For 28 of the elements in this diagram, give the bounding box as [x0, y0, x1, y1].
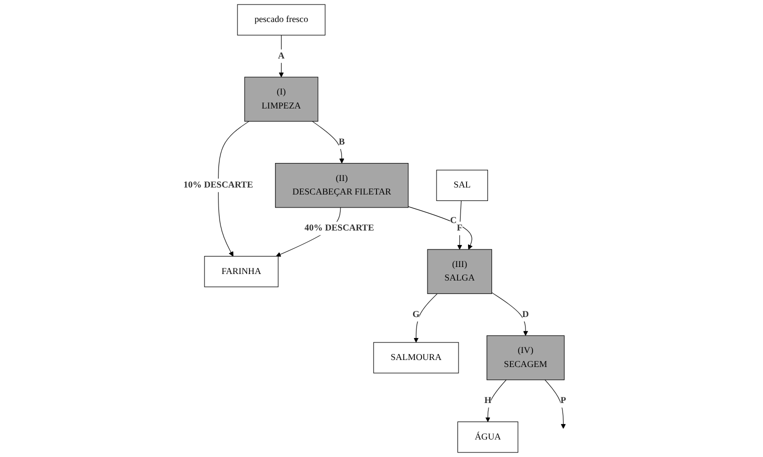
edge-label: A	[278, 51, 284, 61]
edge-label: 40% DESCARTE	[304, 223, 374, 234]
edge-label: B	[338, 137, 344, 147]
node-box: (I) LIMPEZA	[244, 76, 318, 122]
arrow	[278, 34, 284, 78]
edge-label: C	[450, 216, 456, 226]
edge-label: 10% DESCARTE	[183, 180, 253, 190]
arrow	[491, 292, 528, 336]
node-box: SALMOURA	[372, 342, 458, 374]
node-box: (III) SALGA	[426, 249, 492, 294]
arrow	[456, 200, 462, 250]
arrow	[544, 380, 566, 429]
node-box: (II) DESCABEÇAR FILETAR	[274, 163, 408, 208]
node-box: SAL	[436, 170, 488, 201]
edge-label: D	[522, 310, 528, 320]
arrow	[413, 293, 438, 343]
edge-label: G	[412, 310, 420, 320]
arrow	[218, 121, 249, 256]
edge-label: P	[560, 396, 566, 406]
edge-label: H	[484, 396, 491, 406]
arrow	[312, 121, 344, 164]
arrow	[484, 380, 506, 422]
arrow	[408, 206, 472, 250]
node-box: pescado fresco	[236, 4, 325, 36]
node-box: ÁGUA	[457, 422, 518, 453]
node-box: (IV) SECAGEM	[486, 335, 564, 380]
node-box: FARINHA	[204, 256, 278, 288]
edge-label: F	[456, 223, 462, 234]
